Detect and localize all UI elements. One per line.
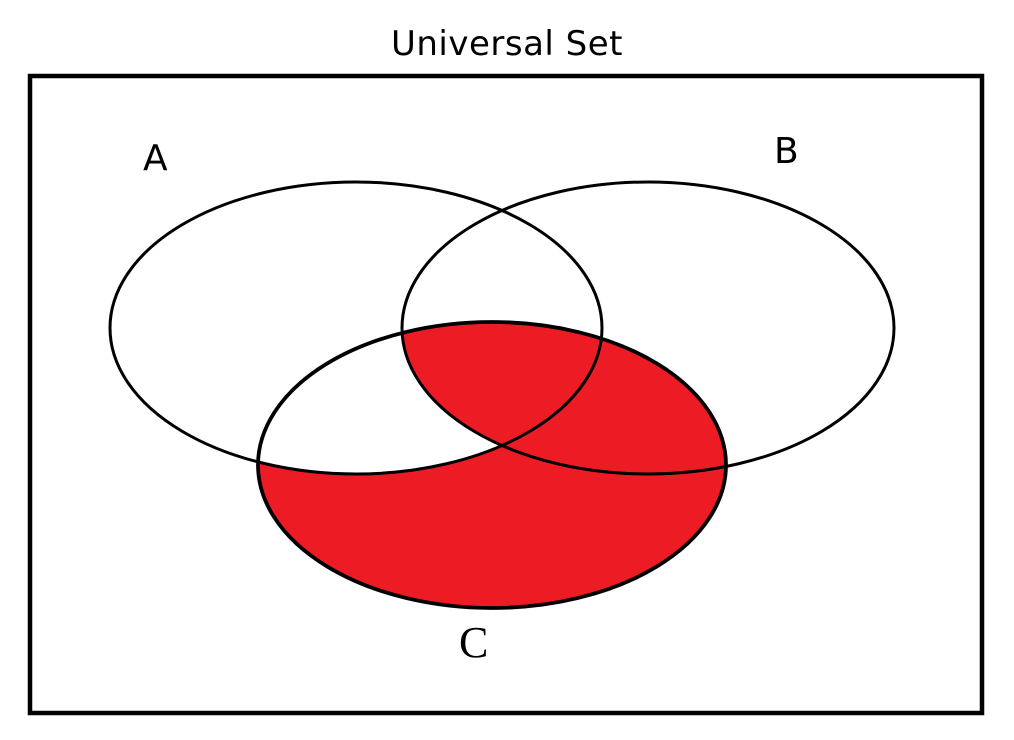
set-c-label: C (459, 618, 489, 667)
shaded-region-group (258, 322, 726, 608)
diagram-title: Universal Set (390, 24, 624, 64)
shaded-region-abc-intersection (402, 322, 602, 474)
set-a-ellipse (108, 180, 604, 476)
set-b-ellipse (400, 180, 896, 476)
set-b-label: B (774, 131, 799, 172)
center-intersection-group (402, 322, 602, 474)
universal-set-border (27, 73, 985, 716)
set-c-ellipse (256, 320, 728, 610)
set-a-label: A (143, 138, 168, 179)
